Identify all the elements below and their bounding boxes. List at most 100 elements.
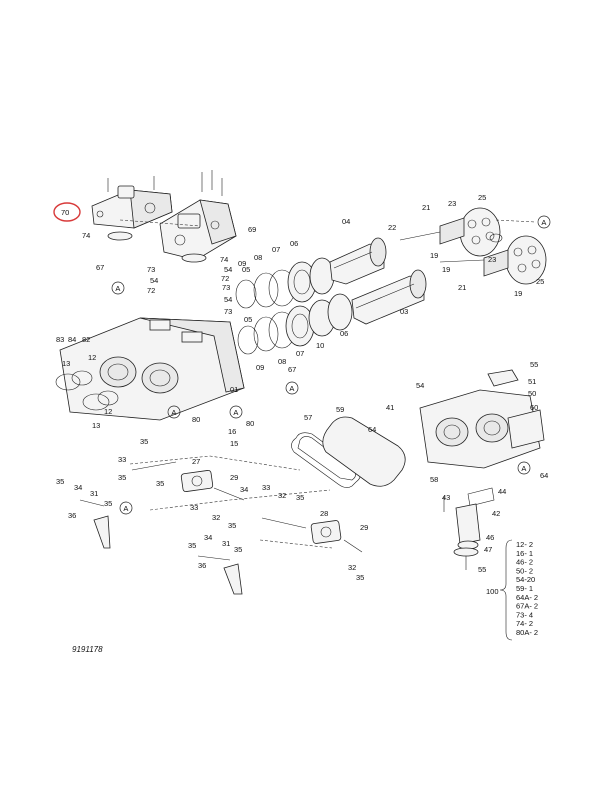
kit-item: 80A- 2	[516, 628, 538, 637]
control-valve-large	[159, 170, 237, 261]
kit-item: 50- 2	[516, 566, 533, 575]
part-label-p74b: 74	[220, 255, 228, 264]
part-label-p01: 01	[230, 385, 238, 394]
pump-housing	[59, 317, 245, 421]
control-valve-small	[91, 176, 173, 229]
kit-item: 16- 1	[516, 549, 533, 558]
kit-item: 46- 2	[516, 558, 533, 567]
ref-circle-6	[517, 461, 531, 475]
ref-mark-1: A	[115, 284, 120, 293]
part-label-p10: 10	[316, 341, 324, 350]
part-label-p32c: 32	[348, 563, 356, 572]
part-label-p54d: 54	[416, 381, 424, 390]
ref-circle-3	[167, 405, 181, 419]
part-label-p60: 60	[530, 403, 538, 412]
part-label-p51: 51	[528, 377, 536, 386]
kit-group-number: 100	[486, 587, 499, 596]
part-label-p35f: 35	[228, 521, 236, 530]
kit-item: 73- 4	[516, 610, 533, 619]
gasket-74	[107, 231, 133, 241]
part-label-p28: 28	[320, 509, 328, 518]
part-label-p59: 59	[336, 405, 344, 414]
part-label-p07b: 07	[296, 349, 304, 358]
part-label-p09a: 09	[238, 259, 246, 268]
part-label-p29b: 29	[360, 523, 368, 532]
part-label-p06a: 06	[290, 239, 298, 248]
part-label-p19b: 19	[442, 265, 450, 274]
ref-mark-0: A	[541, 218, 546, 227]
bearing-set-lower	[237, 293, 353, 355]
part-label-p19c: 19	[514, 289, 522, 298]
part-label-p34a: 34	[74, 483, 82, 492]
part-label-p12b: 12	[104, 407, 112, 416]
part-label-p36b: 36	[198, 561, 206, 570]
dashed-leaders	[119, 219, 333, 549]
kit-item: 54-20	[516, 575, 535, 584]
part-label-p35g: 35	[296, 493, 304, 502]
part-label-p08a: 08	[254, 253, 262, 262]
figure-number: 9191178	[72, 645, 103, 654]
ref-mark-5: A	[123, 504, 128, 513]
part-label-p25a: 25	[478, 193, 486, 202]
part-label-p64a: 64	[368, 425, 376, 434]
part-label-p06b: 06	[340, 329, 348, 338]
ref-circle-0	[537, 215, 551, 229]
kit-bracket	[499, 539, 513, 641]
bearing-set-upper	[235, 257, 335, 309]
part-label-p29a: 29	[230, 473, 238, 482]
part-label-p43: 43	[442, 493, 450, 502]
part-label-p73b: 73	[222, 283, 230, 292]
part-label-p31a: 31	[90, 489, 98, 498]
part-label-p80b: 80	[246, 419, 254, 428]
kit-item: 74- 2	[516, 619, 533, 628]
part-label-p82: 82	[82, 335, 90, 344]
part-label-p33a: 33	[118, 455, 126, 464]
part-label-p55a: 55	[530, 360, 538, 369]
part-label-p35i: 35	[234, 545, 242, 554]
part-label-p41: 41	[386, 403, 394, 412]
part-label-p67a: 67	[96, 263, 104, 272]
ref-circle-2	[285, 381, 299, 395]
part-label-p57: 57	[304, 413, 312, 422]
part-label-p25b: 25	[536, 277, 544, 286]
part-label-p72a: 72	[221, 274, 229, 283]
part-label-p34b: 34	[240, 485, 248, 494]
part-label-p27: 27	[192, 457, 200, 466]
part-label-p13b: 13	[92, 421, 100, 430]
o-rings-left	[55, 370, 119, 411]
part-label-p23b: 23	[488, 255, 496, 264]
part-label-p35b: 35	[118, 473, 126, 482]
ref-circle-5	[119, 501, 133, 515]
shaft-04	[329, 237, 387, 285]
ref-circle-4	[229, 405, 243, 419]
part-label-p32b: 32	[278, 491, 286, 500]
part-label-p46: 46	[486, 533, 494, 542]
part-label-p34c: 34	[204, 533, 212, 542]
part-label-p09b: 09	[256, 363, 264, 372]
part-label-p05b: 05	[244, 315, 252, 324]
part-label-p84: 84	[68, 335, 76, 344]
part-label-p58: 58	[430, 475, 438, 484]
part-label-p07a: 07	[272, 245, 280, 254]
part-label-p70: 70	[61, 208, 69, 217]
part-label-p54c: 54	[224, 295, 232, 304]
part-label-p47: 47	[484, 545, 492, 554]
cover-59	[322, 416, 406, 487]
part-label-p64b: 64	[540, 471, 548, 480]
part-label-p33c: 33	[262, 483, 270, 492]
highlight-circle	[53, 202, 81, 222]
ref-circle-1	[111, 281, 125, 295]
part-label-p23a: 23	[448, 199, 456, 208]
part-label-p21a: 21	[422, 203, 430, 212]
kit-item: 12- 2	[516, 540, 533, 549]
part-label-p35e: 35	[104, 499, 112, 508]
part-label-p16: 16	[228, 427, 236, 436]
part-label-p54a: 54	[224, 265, 232, 274]
part-label-p72b: 72	[147, 286, 155, 295]
kit-item: 67A- 2	[516, 602, 538, 611]
part-label-p54b: 54	[150, 276, 158, 285]
